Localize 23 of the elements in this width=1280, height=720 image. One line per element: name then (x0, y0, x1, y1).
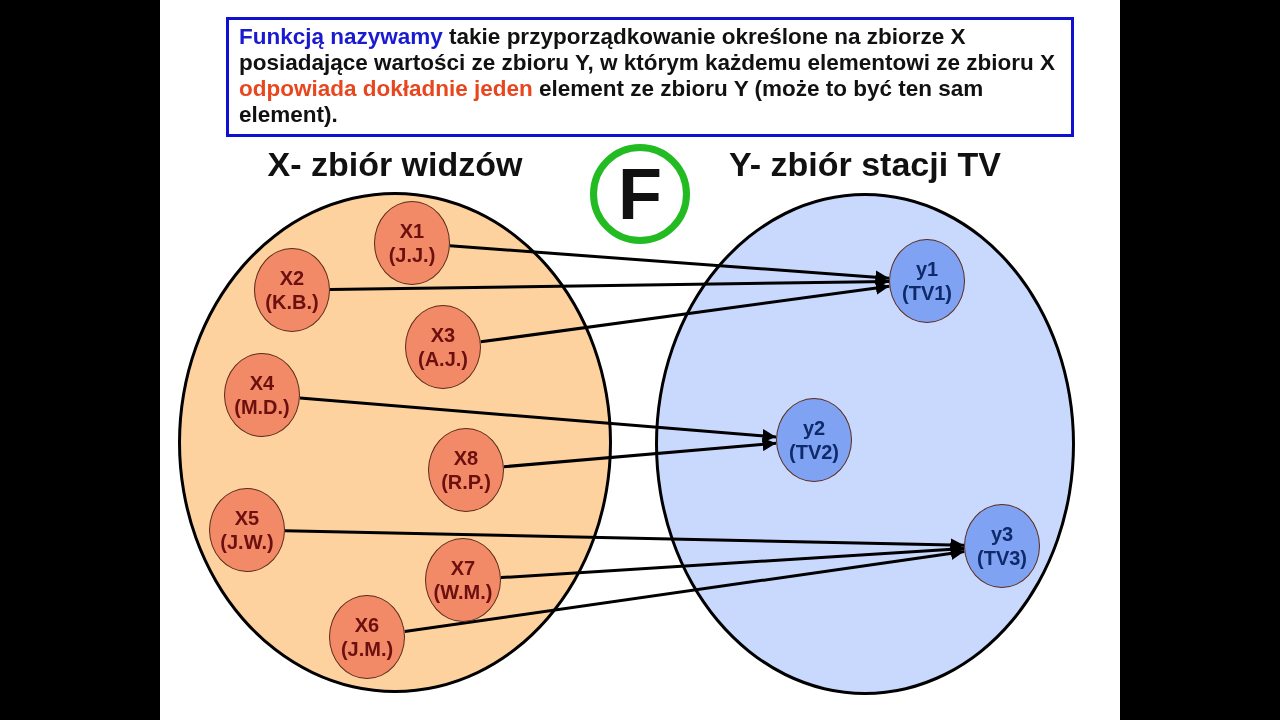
definition-box (226, 17, 1074, 137)
element-label: y3 (TV3) (977, 522, 1027, 570)
element-label: y2 (TV2) (789, 416, 839, 464)
element-label: X4 (M.D.) (234, 371, 290, 419)
arrow (480, 281, 890, 344)
element-label: X3 (A.J.) (418, 323, 468, 371)
element-label: X5 (J.W.) (220, 506, 274, 554)
arrow (299, 396, 777, 443)
function-letter: F (618, 153, 662, 235)
arrow (503, 437, 777, 469)
arrow (500, 542, 965, 580)
element-label: y1 (TV1) (902, 257, 952, 305)
element-label: X1 (J.J.) (388, 219, 436, 267)
arrow (284, 529, 965, 552)
definition-text: Funkcją nazywamy takie przyporządkowanie określone na zbiorze X posiadające wartości ze zbioru Y, w którym każdemu elementowi ze zbioru X odpowiada dokładnie jeden element ze zbioru Y (może to być ten sam element). (239, 24, 1057, 128)
arrow (329, 275, 890, 291)
arrow (404, 546, 965, 634)
element-label: X8 (R.P.) (441, 446, 491, 494)
element-label: X2 (K.B.) (265, 266, 319, 314)
set-heading: Y- zbiór stacji TV (727, 145, 1003, 184)
set-heading: X- zbiór widzów (266, 145, 524, 184)
element-label: X7 (W.M.) (433, 556, 493, 604)
element-label: X6 (J.M.) (340, 613, 394, 661)
